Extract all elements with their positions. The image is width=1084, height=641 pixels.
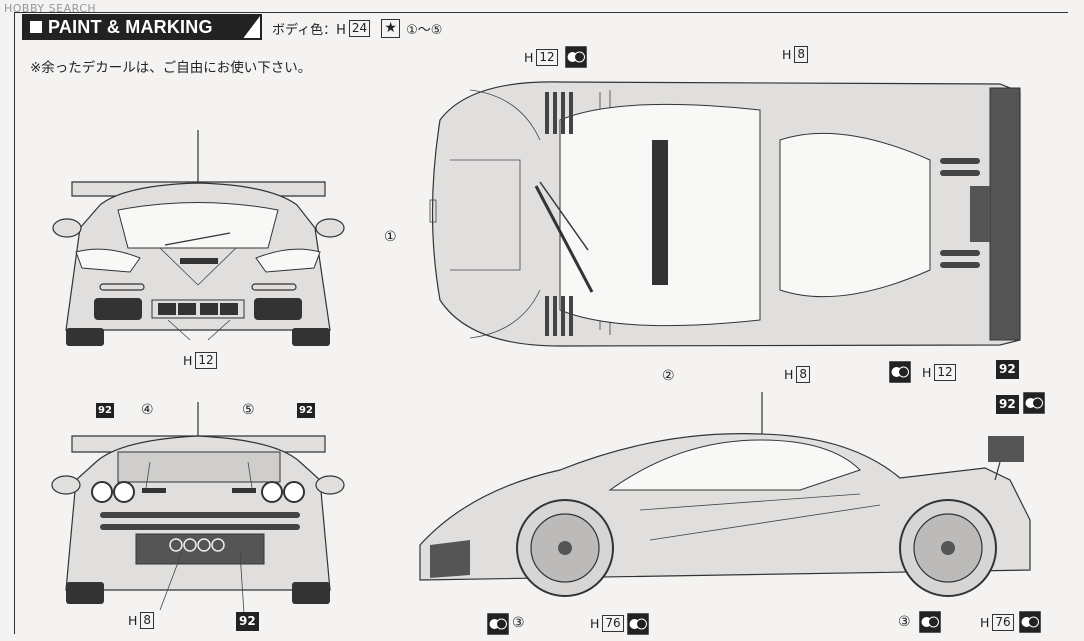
page-title: PAINT & MARKING	[48, 17, 213, 37]
callout-5: ⑤	[242, 402, 255, 418]
watermark: HOBBY SEARCH	[4, 2, 97, 15]
checker-decal-icon	[889, 361, 911, 383]
decal-92-rear-bottom: 92	[236, 612, 259, 631]
decal-92-rear-left: 92	[96, 403, 114, 418]
decal-92-rear-right: 92	[297, 403, 315, 418]
callout-2: ②	[662, 368, 675, 384]
body-color-label: ボディ色：H	[272, 23, 346, 38]
callout-3-rear-wheel: ③	[898, 614, 911, 630]
section-header: PAINT & MARKING	[22, 14, 262, 40]
body-color-spec: ボディ色：H 24 ★ ①〜⑤	[272, 19, 442, 38]
body-color-code: 24	[348, 20, 371, 37]
checker-decal-icon	[1023, 392, 1045, 414]
decal-92-top: 92	[996, 360, 1019, 379]
callout-1: ①	[384, 229, 397, 245]
square-bullet-icon	[30, 21, 42, 33]
checker-decal-icon	[627, 613, 649, 635]
front-view	[52, 130, 345, 346]
callout-3-front-wheel: ③	[512, 615, 525, 631]
checker-decal-icon	[1019, 611, 1041, 633]
side-view	[419, 392, 1031, 597]
checker-decal-icon	[565, 46, 587, 68]
page-frame	[14, 12, 1068, 634]
decal-92-wing: 92	[996, 395, 1019, 414]
checker-decal-icon	[919, 611, 941, 633]
top-view	[429, 81, 1021, 347]
rear-view	[51, 402, 345, 615]
star-icon: ★	[381, 19, 401, 38]
callout-4: ④	[141, 402, 154, 418]
decal-range: ①〜⑤	[406, 23, 443, 38]
decal-note: ※余ったデカールは、ご自由にお使い下さい。	[30, 60, 312, 76]
checker-decal-icon	[487, 613, 509, 635]
